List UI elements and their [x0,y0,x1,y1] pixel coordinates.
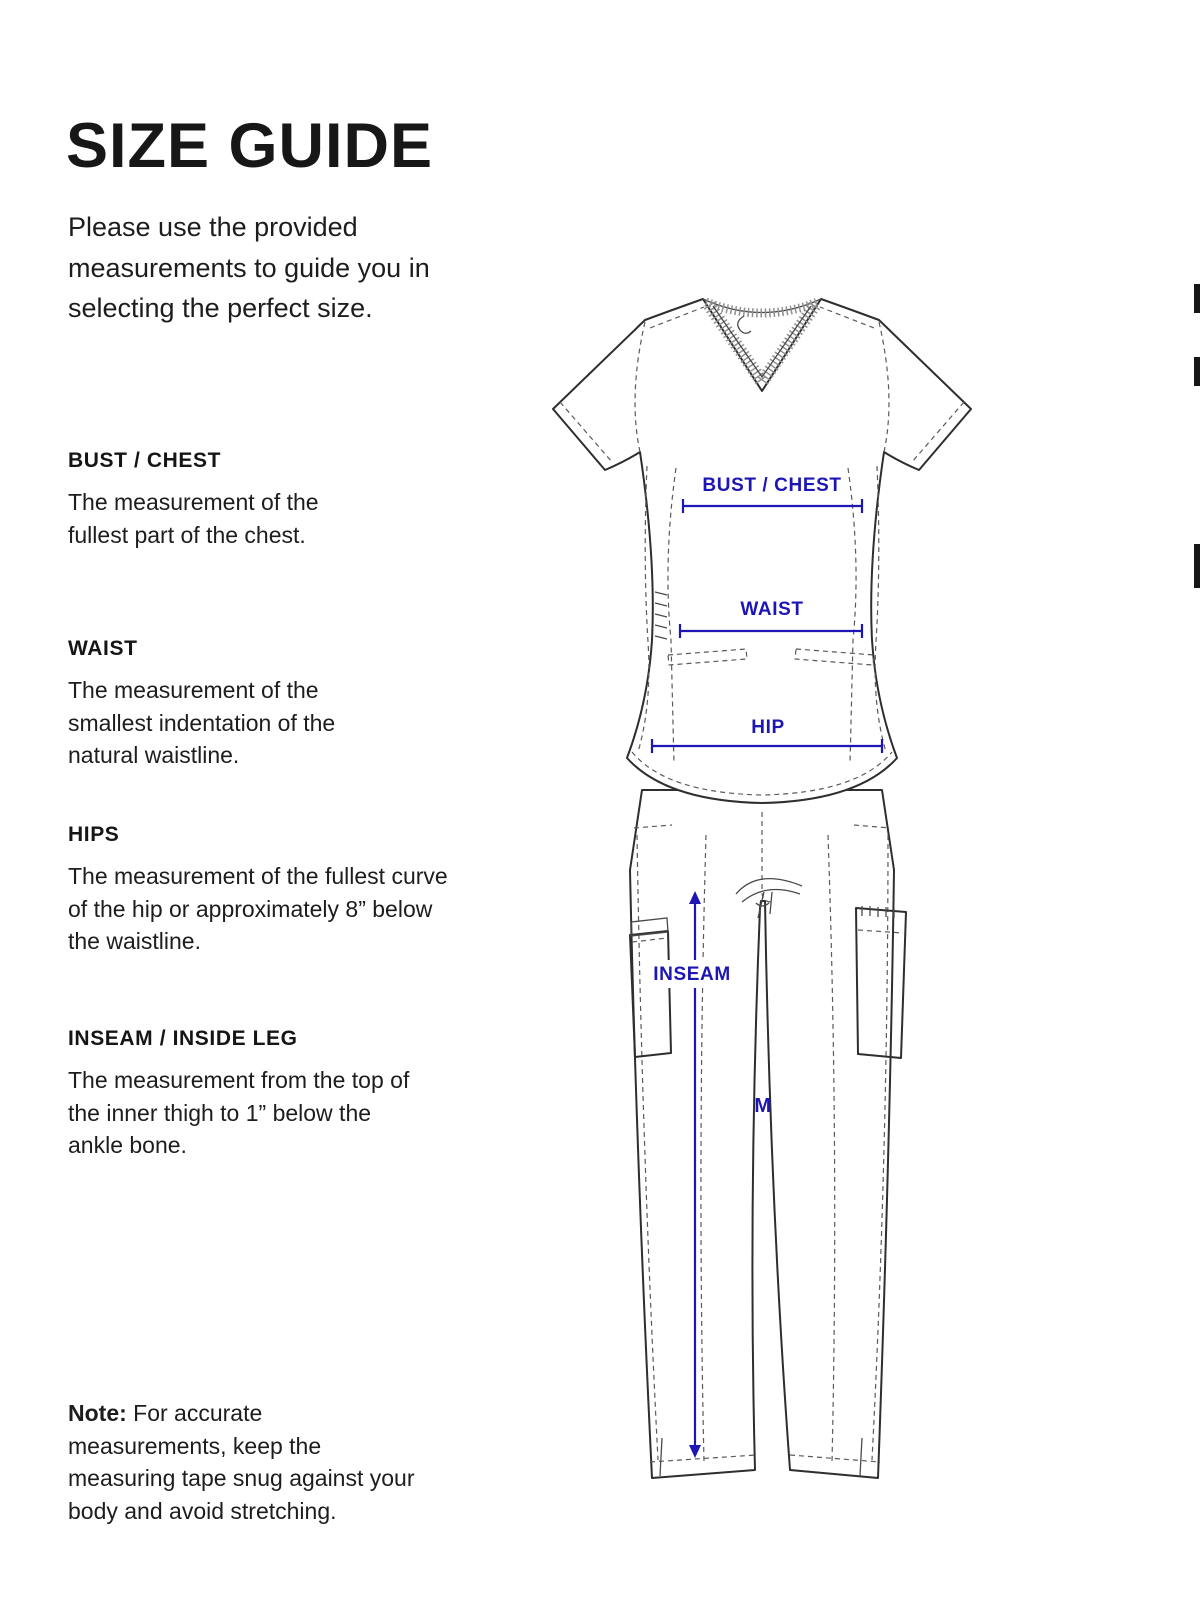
cropped-edge-mark [1194,284,1200,313]
scrub-pants-illustration [629,789,907,1479]
hip-measure-label: HIP [751,717,784,738]
section-body: The measurement of the fullest part of t… [68,489,319,548]
note-text: Note: For accurate measurements, keep th… [68,1397,420,1528]
section-body: The measurement of the fullest curve of … [68,863,448,955]
waist-measure-label: WAIST [740,599,803,620]
scrub-top-illustration [552,297,972,804]
measurement-annotations: BUST / CHEST WAIST HIP INSEAM M [644,475,884,1458]
cropped-edge-mark [1194,357,1200,386]
page-title: SIZE GUIDE [66,111,434,182]
bust-measure-label: BUST / CHEST [702,475,841,496]
note-body: For accurate measurements, keep the meas… [68,1400,415,1524]
section-heading: HIPS [68,823,120,846]
cropped-edge-mark [1194,544,1200,588]
intro-text: Please use the provided measurements to … [68,212,430,323]
section-body: The measurement from the top of the inne… [68,1067,410,1159]
section-heading: BUST / CHEST [68,449,222,472]
size-marker-label: M [754,1095,771,1117]
size-diagram: BUST / CHEST WAIST HIP INSEAM M [552,297,972,1479]
inseam-measure-label: INSEAM [653,964,731,985]
section-body: The measurement of the smallest indentat… [68,677,336,769]
section-heading: INSEAM / INSIDE LEG [68,1027,298,1050]
note-label: Note: [68,1400,127,1426]
section-heading: WAIST [68,637,138,660]
